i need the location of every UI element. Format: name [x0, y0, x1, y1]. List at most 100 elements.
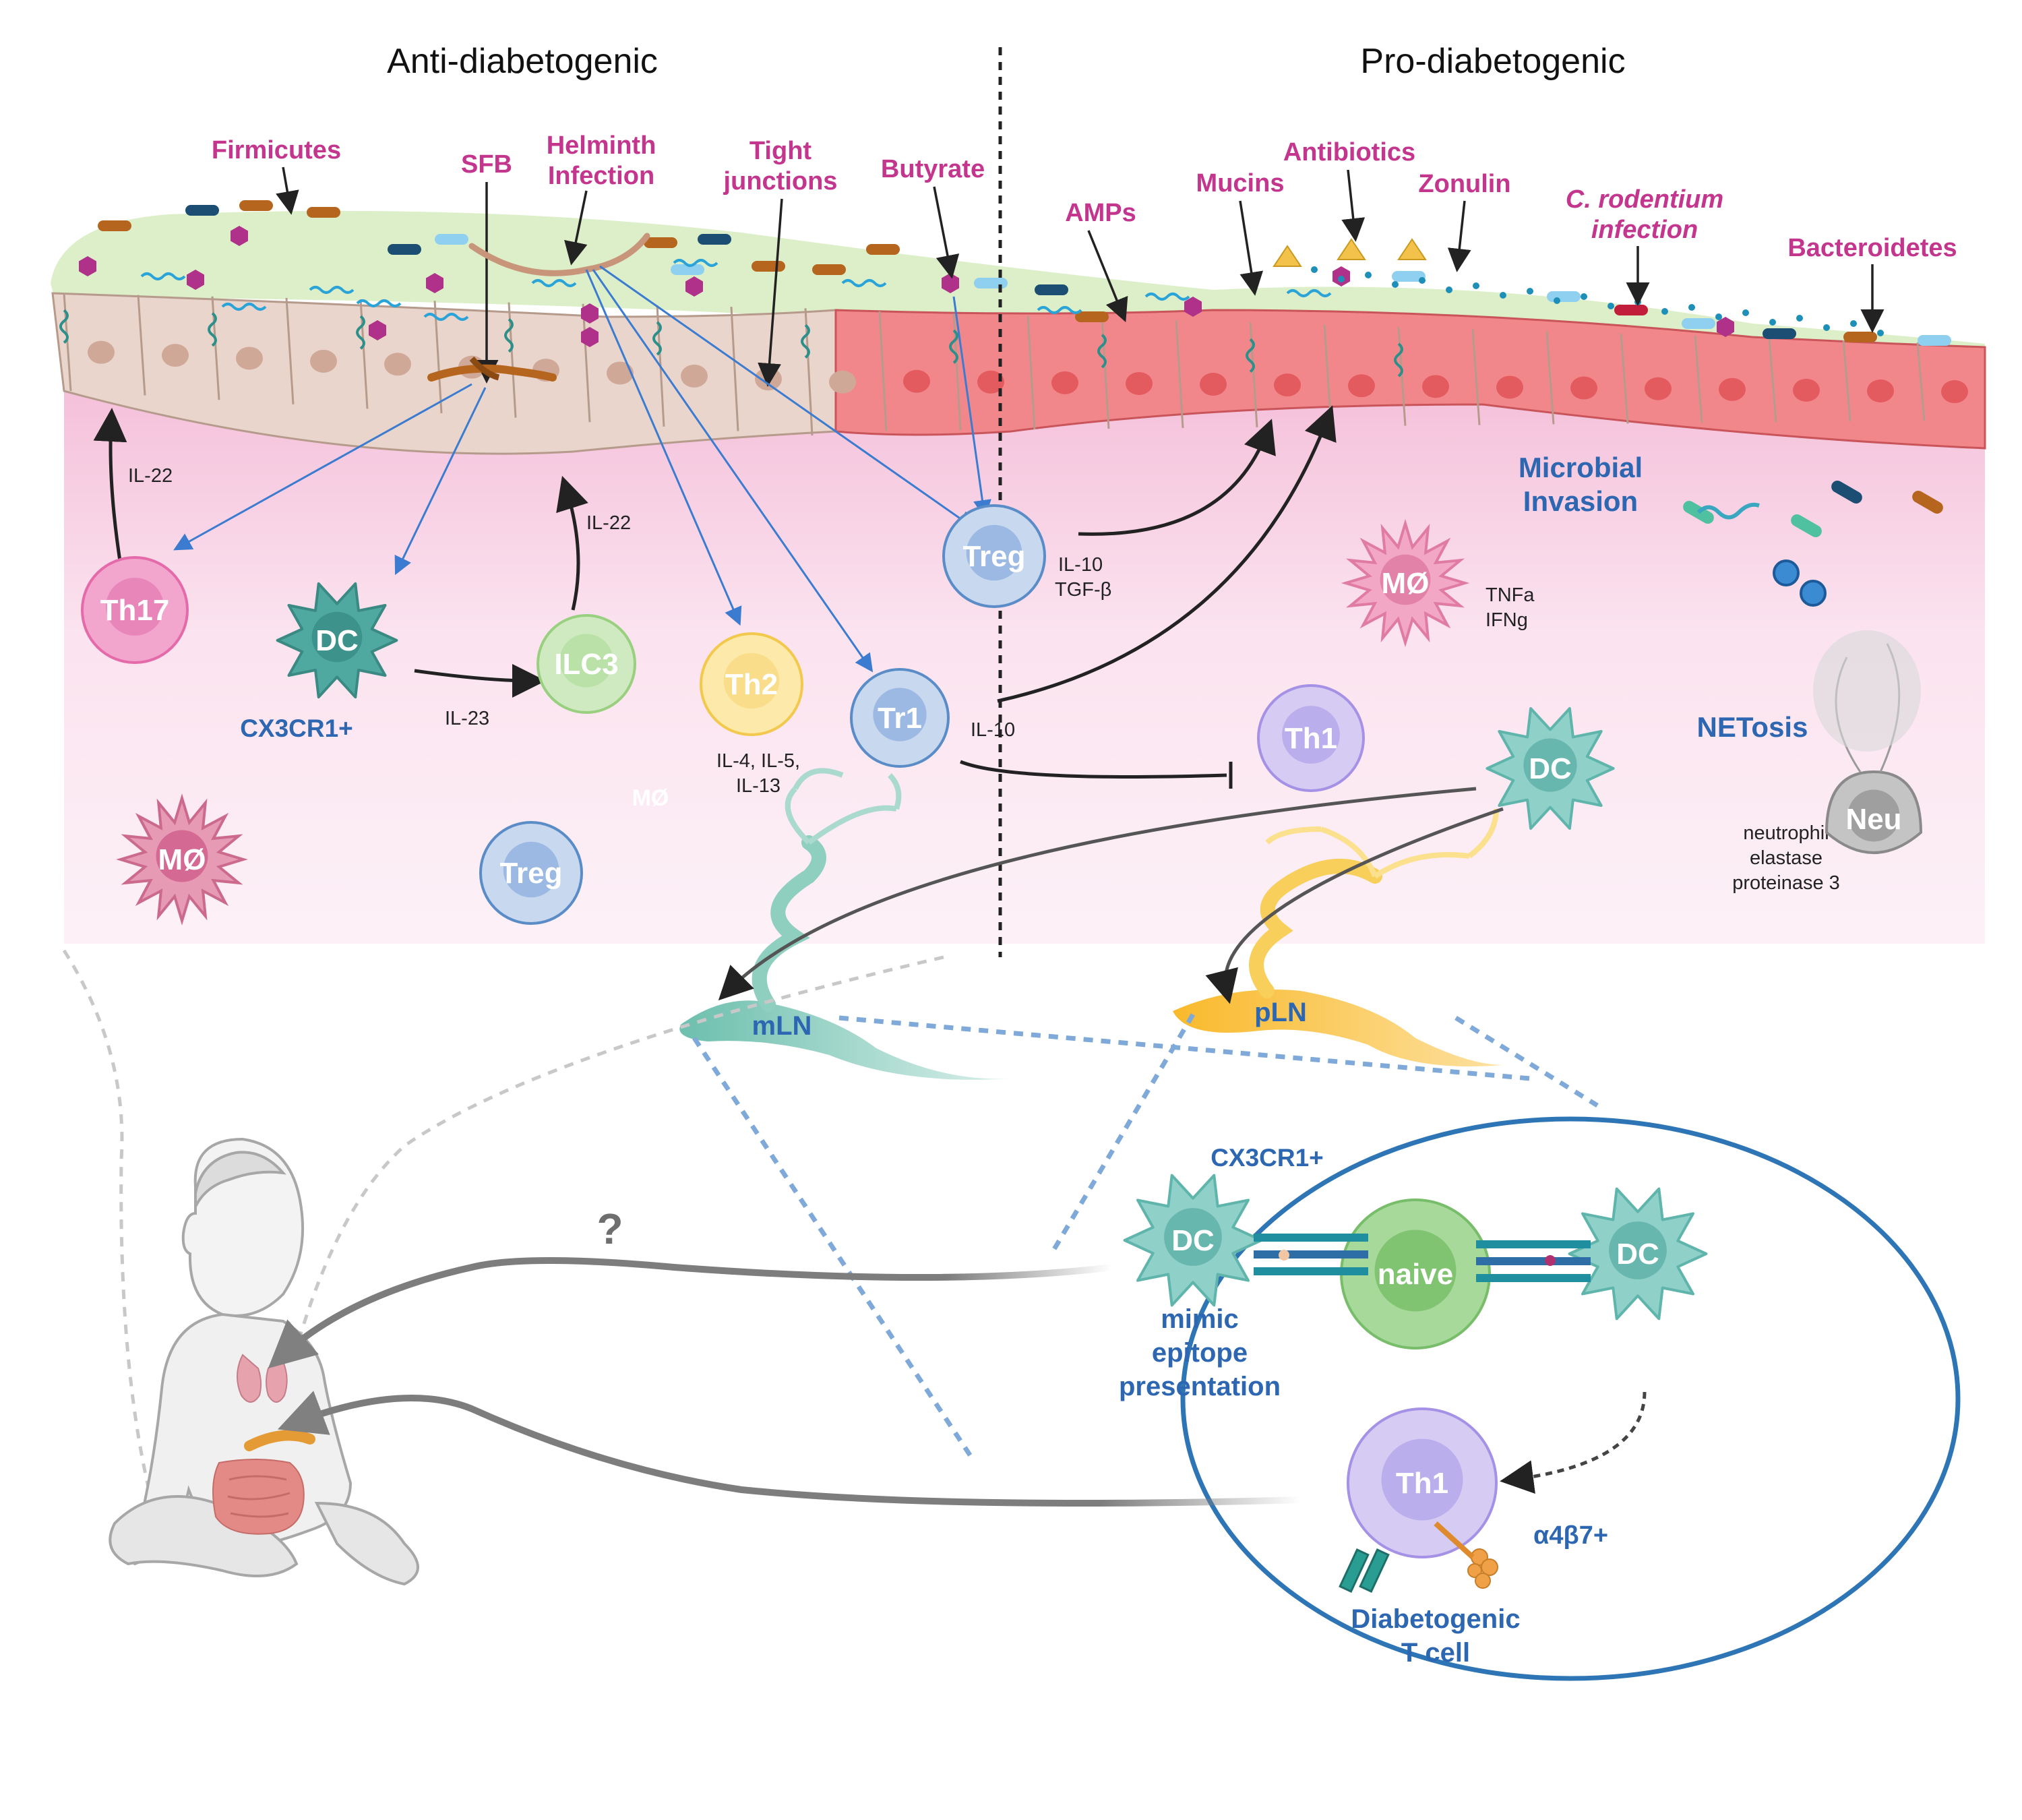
- bacterium-spiral: [309, 286, 355, 294]
- inflamed-epithelium: [834, 309, 1986, 450]
- butyrate-hexagon: [187, 270, 204, 290]
- cell-border: [1175, 320, 1184, 429]
- header-pro-diabetogenic: Pro-diabetogenic: [1360, 42, 1625, 81]
- cell-border: [730, 307, 739, 431]
- cell-dc1: DC: [276, 582, 398, 699]
- bacterium-rod: [307, 207, 340, 218]
- zoom-dashed-lines: [62, 949, 944, 1558]
- bacterium-rod: [974, 278, 1008, 289]
- tight-junction: [356, 315, 365, 350]
- invading-bacterium: [1791, 514, 1822, 537]
- cell-border: [433, 301, 443, 414]
- nucleus: [1719, 377, 1746, 401]
- bacterium-spiral: [1144, 293, 1190, 301]
- cell-dc-right: DC: [1485, 707, 1615, 830]
- tight-junction: [801, 324, 810, 359]
- label-crodentium-1: C. rodentium: [1566, 185, 1723, 214]
- zonulin-dot: [1554, 297, 1560, 304]
- zonulin-dot: [1742, 309, 1749, 316]
- label-sfb: SFB: [461, 150, 512, 179]
- header-anti-diabetogenic: Anti-diabetogenic: [387, 42, 658, 81]
- antibiotic-triangles: [1273, 238, 1427, 267]
- butyrate-hexagon: [369, 320, 386, 340]
- cell-border: [1768, 338, 1777, 423]
- virus-particle: [1773, 559, 1800, 586]
- cytokine-th2-2: IL-13: [736, 775, 780, 797]
- nucleus: [829, 370, 856, 394]
- zonulin-dot: [1446, 286, 1452, 293]
- cell-label-neu: Neu: [1845, 803, 1901, 836]
- cell-label-th1-circle: Th1: [1396, 1467, 1448, 1500]
- cell-label-treg-bottom: Treg: [500, 857, 563, 890]
- tight-junction: [1097, 334, 1107, 369]
- cell-dc-circle-left: DC: [1123, 1174, 1263, 1307]
- cell-label-th2: Th2: [725, 668, 778, 701]
- butyrate-hexagon: [1184, 297, 1202, 317]
- bacterium-rod: [1392, 271, 1426, 282]
- lymph-node-zoom-ellipse: [1180, 1116, 1961, 1681]
- cell-ilc3: ILC3: [537, 614, 636, 714]
- helminth-blue-arrows: [173, 265, 991, 673]
- zonulin-dot: [1715, 313, 1722, 320]
- cytokine-neu-2: elastase: [1750, 847, 1822, 869]
- cytokine-neu-1: neutrophil: [1743, 822, 1829, 844]
- bacterium-spiral: [673, 259, 718, 267]
- cell-label-mac-left: MØ: [158, 843, 206, 876]
- integrin-a4b7: [1434, 1521, 1498, 1589]
- label-mucins: Mucins: [1196, 169, 1285, 198]
- bacterium-rod: [698, 234, 731, 245]
- cell-th1-circle: Th1: [1347, 1407, 1498, 1558]
- tight-junction: [504, 317, 514, 353]
- cell-border: [1916, 342, 1926, 421]
- zonulin-dot: [1500, 292, 1506, 299]
- tight-junction: [652, 321, 662, 356]
- label-diabetogenic-1: Diabetogenic: [1351, 1604, 1520, 1634]
- nucleus: [384, 353, 411, 376]
- cell-border: [285, 297, 295, 404]
- nucleus: [1496, 375, 1523, 399]
- bacterium-rod: [1035, 284, 1068, 295]
- synapse-right: [1476, 1240, 1591, 1282]
- label-diabetogenic-2: T cell: [1401, 1638, 1470, 1668]
- invading-bacterium: [1831, 481, 1862, 504]
- cell-th2: Th2: [700, 632, 803, 736]
- butyrate-hexagon: [231, 226, 248, 246]
- zonulin-dot: [1419, 277, 1426, 284]
- butyrate-hexagon: [581, 303, 599, 324]
- cell-label-ilc3: ILC3: [554, 648, 618, 681]
- label-tight-2: junctions: [723, 167, 838, 195]
- zoom-blue-dashed-lines: [692, 1013, 1599, 1457]
- label-mimic-2: epitope: [1152, 1338, 1248, 1368]
- label-mln: mLN: [752, 1011, 812, 1041]
- infant-organs: [212, 1354, 315, 1535]
- cell-label-mac-faint: MØ: [632, 785, 669, 811]
- cell-dc-circle-right: DC: [1568, 1187, 1708, 1321]
- nucleus: [162, 344, 189, 367]
- cell-th1-right: Th1: [1257, 684, 1365, 792]
- bacterium-rod: [388, 244, 421, 255]
- cell-neu: Neu: [1813, 630, 1923, 854]
- cell-label-naive: naive: [1378, 1258, 1454, 1291]
- tight-junction-symbols: [59, 309, 1403, 377]
- pln-lymphatic: [1173, 808, 1503, 1066]
- bacterium-spiral: [221, 303, 267, 311]
- bacterium-spiral: [1037, 306, 1082, 314]
- nucleus: [1051, 371, 1078, 394]
- butyrate-hexagon: [581, 327, 599, 347]
- cytokine-mac-2: IFNg: [1485, 609, 1528, 631]
- cell-label-dc1: DC: [315, 624, 359, 657]
- cell-label-th17: Th17: [100, 594, 170, 627]
- bacterium-rod: [866, 244, 900, 255]
- cell-label-th1-right: Th1: [1285, 722, 1337, 755]
- cell-label-dc-circle-left: DC: [1171, 1224, 1215, 1257]
- cytokine-arrows: [93, 405, 1337, 703]
- label-netosis: NETosis: [1697, 711, 1808, 743]
- label-microbial-1: Microbial: [1519, 452, 1643, 483]
- zonulin-dot: [1661, 308, 1668, 315]
- butyrate-hexagon: [426, 273, 443, 293]
- nucleus: [1793, 378, 1820, 402]
- tcr-receptor: [1339, 1548, 1390, 1593]
- nucleus: [88, 340, 115, 364]
- bacterium-spiral: [140, 272, 186, 280]
- zonulin-dot: [1311, 266, 1318, 273]
